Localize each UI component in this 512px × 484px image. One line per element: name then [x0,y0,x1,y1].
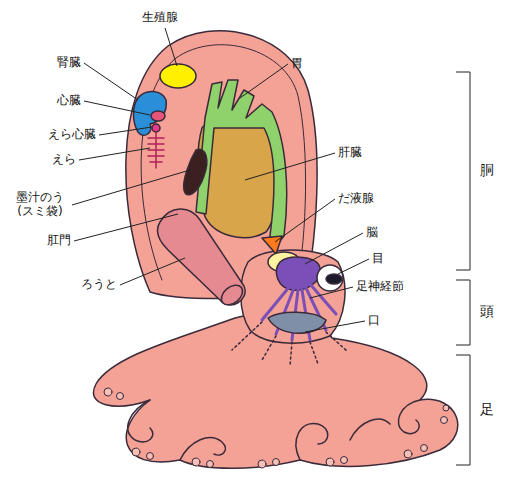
brackets [456,72,470,465]
suckers [104,388,449,468]
region-label: 胴 [480,162,494,179]
part-label: 足神経節 [356,279,404,293]
part-label: 墨汁のう (スミ袋) [8,190,72,219]
part-label: えら心臓 [48,127,96,141]
part-label: 心臓 [57,93,81,107]
part-label: 胃 [291,56,303,70]
heart [151,111,165,121]
part-label: 肝臓 [338,145,362,159]
ink-sac [184,149,207,195]
arm-nerve-dots [232,322,348,366]
part-label: 生殖腺 [142,10,178,24]
gill [148,132,164,168]
part-label: 肛門 [47,233,71,247]
nerves [262,284,336,340]
part-label: えら [52,152,76,166]
part-label: だ液腺 [338,191,374,205]
arms [93,313,457,468]
part-label: ろうと [81,277,117,291]
arm-curls [128,400,420,460]
part-label: 腎臓 [57,55,81,69]
region-label: 足 [480,401,494,418]
eye [317,265,343,291]
part-label: 脳 [366,225,378,239]
gut [196,80,287,246]
gonad [160,64,196,88]
part-label: 口 [368,313,380,327]
brain [276,257,320,290]
funnel-opening [218,281,247,309]
part-label: 目 [372,251,384,265]
gill-heart [152,124,160,132]
head [241,250,345,343]
region-label: 頭 [480,303,494,320]
pupil [326,274,342,284]
leader-lines [72,28,369,332]
